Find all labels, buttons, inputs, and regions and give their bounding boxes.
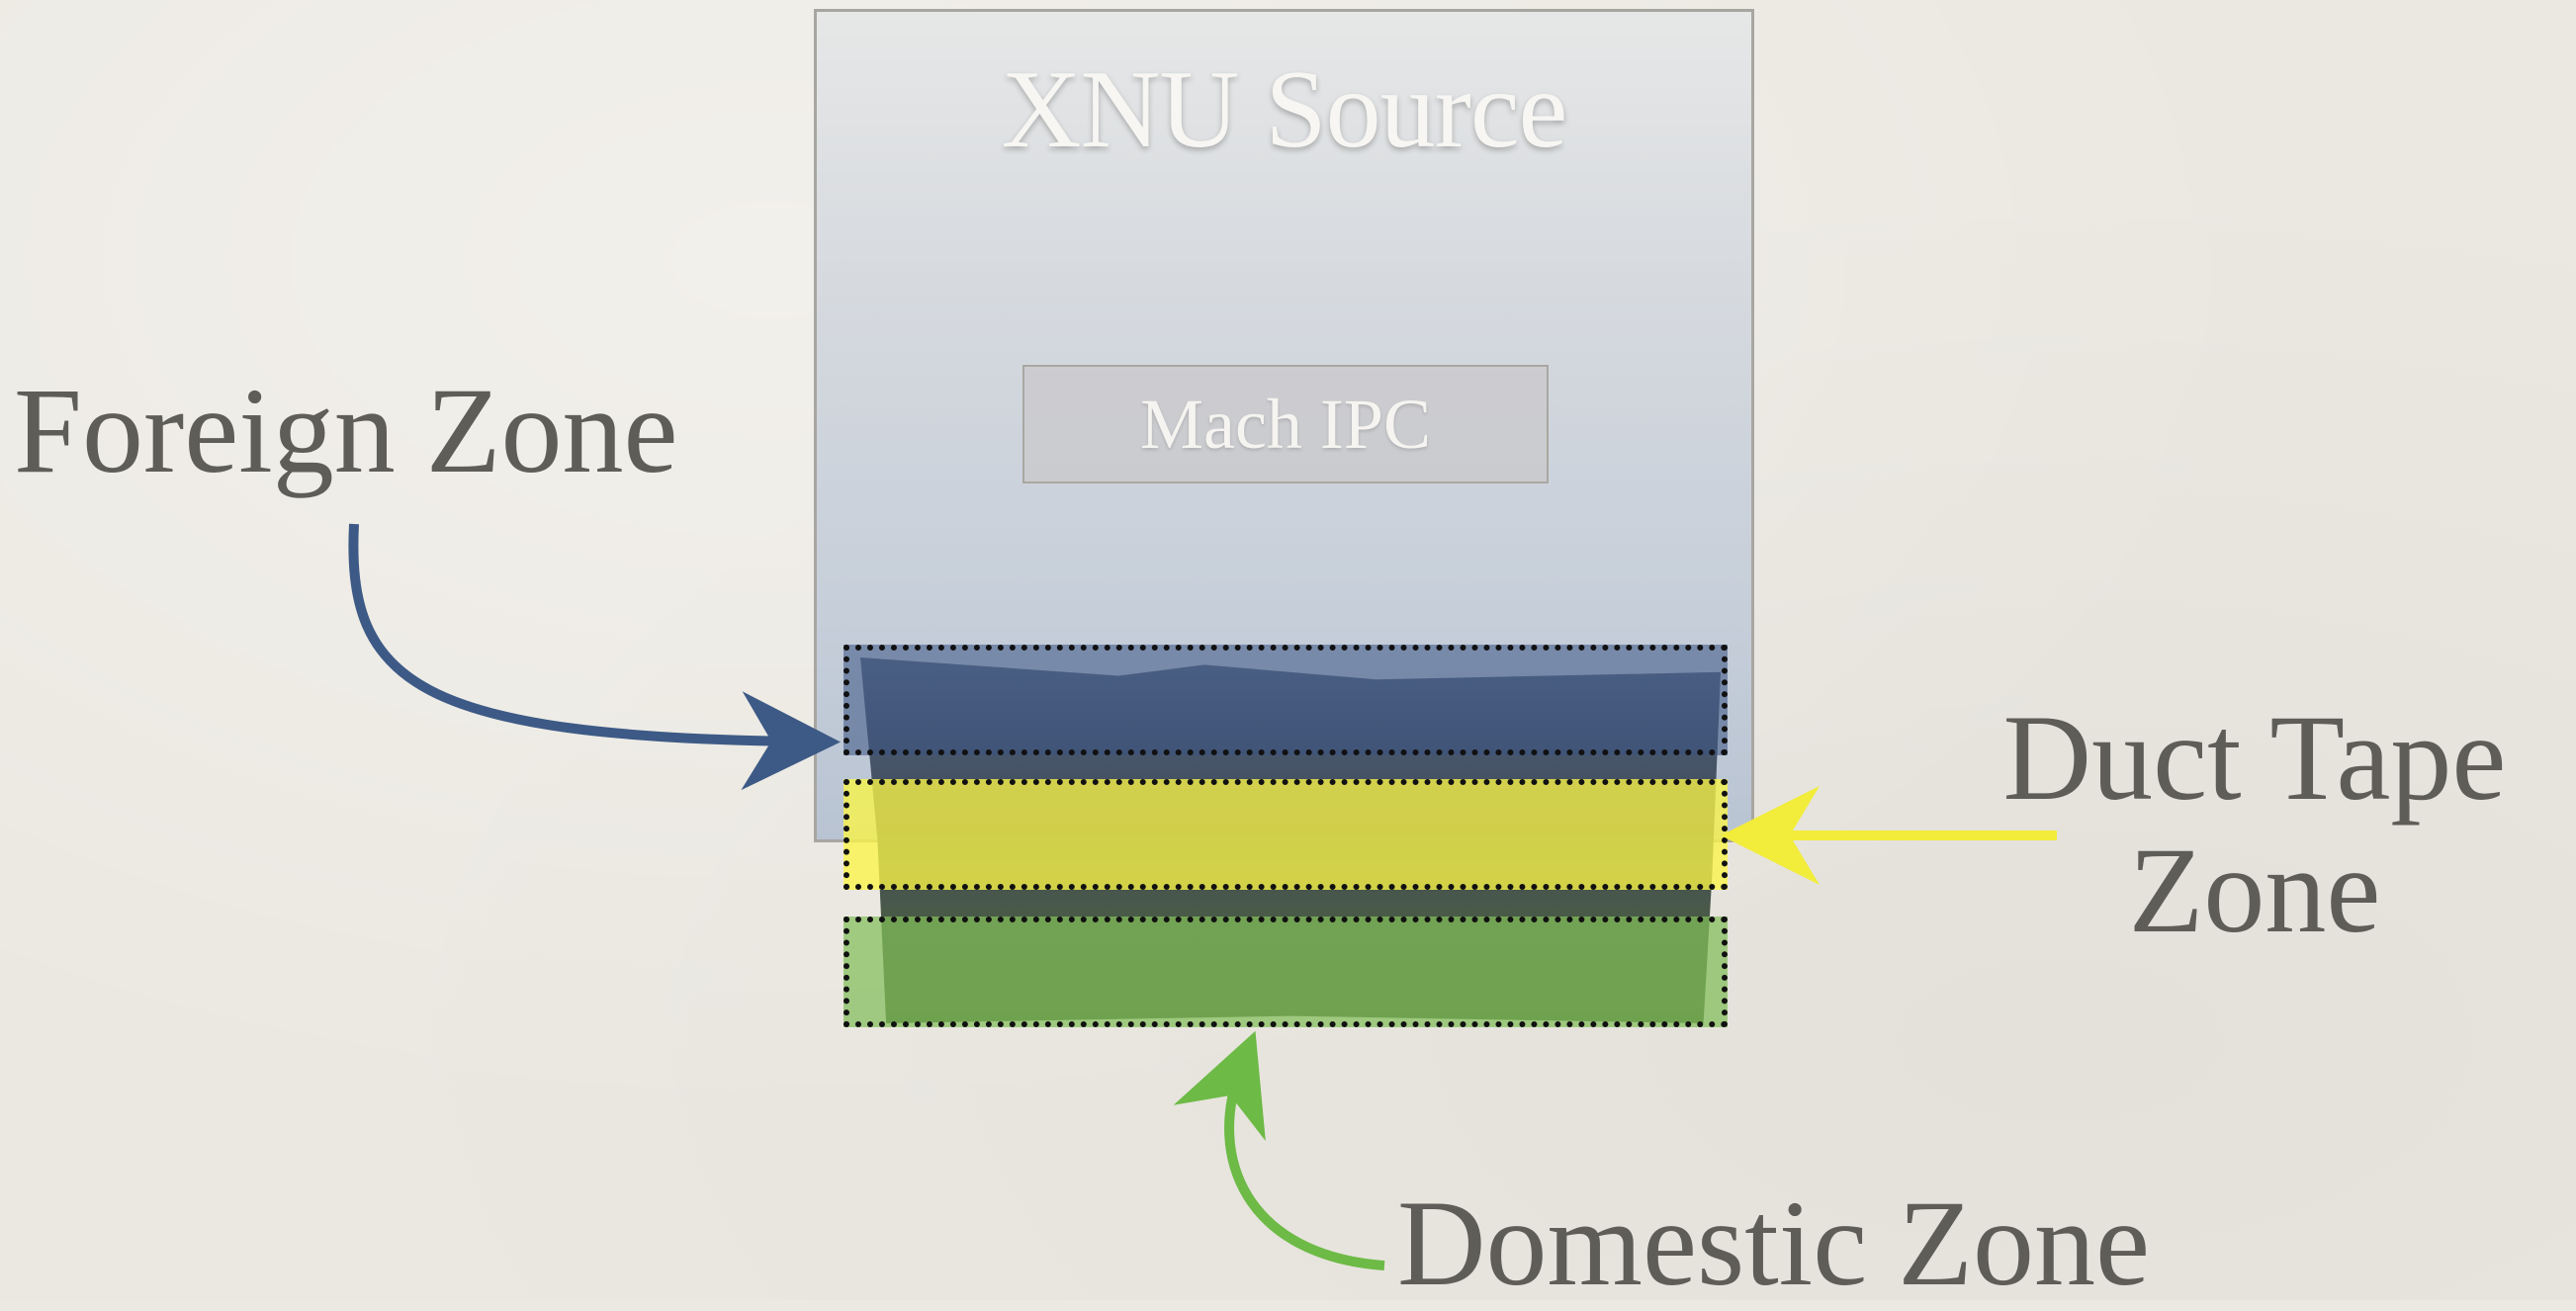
domestic-zone-label: Domestic Zone [1397,1176,2151,1311]
foreign-zone-label: Foreign Zone [14,363,678,498]
duct-tape-zone-label: Duct Tape Zone [2002,690,2507,958]
domestic-zone-region [844,917,1728,1027]
mach-ipc-label: Mach IPC [1140,384,1431,464]
mach-ipc-box: Mach IPC [1022,365,1549,483]
foreign-zone-region [844,645,1728,755]
xnu-source-title: XNU Source [1001,48,1568,171]
duct-tape-zone-region [844,779,1728,890]
